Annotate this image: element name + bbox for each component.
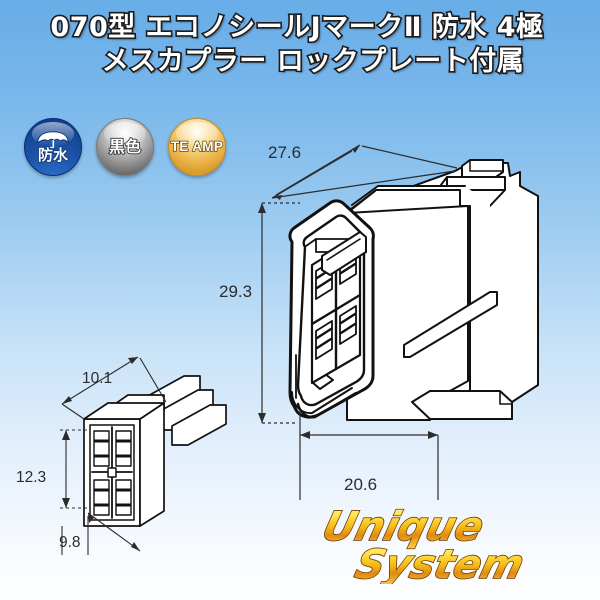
status-badge-color: 黒色 — [96, 118, 154, 176]
page-title: 070型 エコノシールJマークⅡ 防水 4極 メスカプラー ロックプレート付属 — [0, 12, 600, 82]
brand-logo: Unique System — [317, 502, 530, 584]
title-line-2: メスカプラー ロックプレート付属 — [100, 46, 525, 77]
badge-row: 防水 黒色 TE AMP — [24, 118, 226, 176]
badge-label-waterproof: 防水 — [37, 146, 68, 164]
dimension-label-main-width: 27.6 — [268, 143, 301, 162]
badge-label-color: 黒色 — [108, 137, 142, 156]
dimension-label-detail-bottom-width: 9.8 — [59, 534, 81, 551]
status-badge-waterproof: 防水 — [24, 118, 82, 176]
dimension-label-detail-height: 12.3 — [16, 469, 46, 486]
dimension-label-main-depth: 20.6 — [344, 475, 377, 494]
main-dimension-lines — [258, 144, 458, 500]
logo-line-1: Unique — [318, 503, 489, 550]
logo-line-2: System — [351, 541, 529, 584]
badge-label-brand: TE AMP — [170, 139, 224, 155]
lock-plate-drawing — [83, 375, 227, 527]
main-connector-drawing — [288, 159, 539, 421]
status-badge-brand: TE AMP — [168, 118, 226, 176]
dimension-label-detail-width: 10.1 — [82, 370, 112, 387]
detail-dimension-lines — [60, 356, 167, 555]
umbrella-icon — [37, 131, 69, 148]
dimension-label-main-height: 29.3 — [219, 282, 252, 301]
title-line-1: 070型 エコノシールJマークⅡ 防水 4極 — [49, 12, 545, 43]
